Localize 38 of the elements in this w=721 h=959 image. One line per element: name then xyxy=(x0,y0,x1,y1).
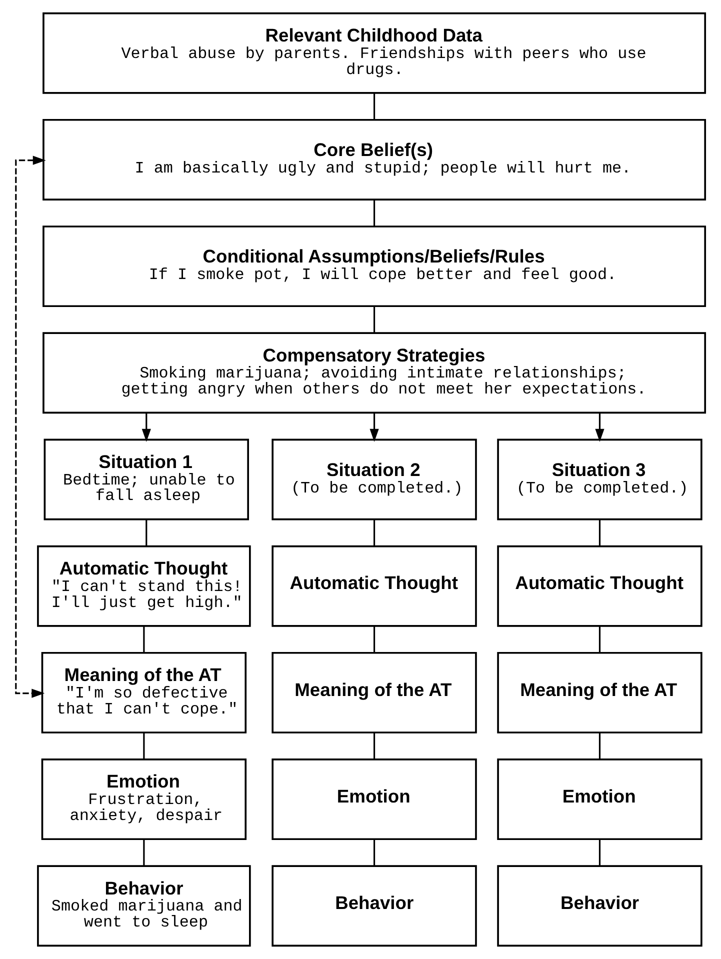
node-box: Core Belief(s) I am basically ugly and stupid; people will hurt me. xyxy=(42,118,706,200)
node-box: Automatic Thought xyxy=(272,545,477,627)
node-box: Automatic Thought "I can't stand this! I'll just get high." xyxy=(37,545,251,627)
arrow xyxy=(595,413,604,442)
connector xyxy=(373,626,376,653)
node-box: Situation 2 (To be completed.) xyxy=(272,438,477,520)
node-box: Behavior xyxy=(497,865,702,947)
connector xyxy=(598,626,601,653)
node-box: Emotion xyxy=(497,758,702,840)
connector xyxy=(143,733,145,760)
arrow xyxy=(142,413,151,442)
connector xyxy=(373,520,376,546)
node-box: Emotion xyxy=(272,758,477,840)
node-box: Behavior xyxy=(272,865,477,947)
node-box: Meaning of the AT "I'm so defective that I can't cope." xyxy=(41,652,247,734)
node-box: Conditional Assumptions/Beliefs/Rules If I smoke pot, I will cope better and feel good. xyxy=(42,226,706,308)
node-box: Behavior Smoked marijuana and went to sleep xyxy=(37,865,251,947)
connector xyxy=(373,733,376,760)
arrow xyxy=(15,156,46,698)
node-box: Relevant Childhood Data Verbal abuse by parents. Friendships with peers who use drugs. xyxy=(42,12,706,94)
connector xyxy=(373,200,376,226)
node-box: Compensatory Strategies Smoking marijuana; avoiding intimate relationships; getting angry when others do not meet her expectations. xyxy=(42,332,706,414)
node-box: Emotion Frustration, anxiety, despair xyxy=(41,758,247,840)
connector xyxy=(373,93,376,120)
connector xyxy=(598,840,601,866)
connector xyxy=(146,520,148,546)
connector xyxy=(373,306,376,333)
node-box: Meaning of the AT xyxy=(272,652,477,734)
node-box: Meaning of the AT xyxy=(497,652,702,734)
connector xyxy=(143,626,145,653)
connector xyxy=(598,733,601,760)
node-box: Automatic Thought xyxy=(497,545,702,627)
connector xyxy=(598,520,601,546)
node-box: Situation 3 (To be completed.) xyxy=(497,438,702,520)
connector xyxy=(143,840,145,866)
node-box: Situation 1 Bedtime; unable to fall asleep xyxy=(44,438,249,520)
arrow xyxy=(370,413,379,442)
connector xyxy=(373,840,376,866)
